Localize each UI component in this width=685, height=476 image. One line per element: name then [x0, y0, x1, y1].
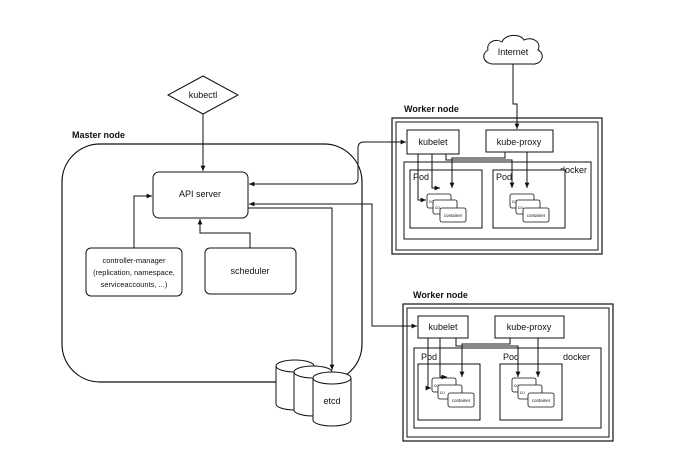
etcd-label: etcd	[323, 396, 340, 406]
kube-proxy-to-pod-arrow	[459, 338, 511, 377]
container-label: co	[440, 390, 445, 395]
container-box	[522, 207, 550, 223]
scheduler-to-api-arrow	[197, 219, 251, 248]
api-to-worker-1-kubelet-arrow	[249, 139, 406, 187]
api-to-worker-2-kubelet-arrow	[249, 201, 417, 329]
kubelet-to-pod-2-arrow	[455, 338, 521, 377]
kubelet-to-pod-2-arrow	[445, 154, 515, 188]
kubelet-to-container-arrow	[425, 338, 431, 391]
worker-node-inner-frame	[406, 307, 610, 438]
controller-manager-detail-2: serviceaccounts, ...)	[101, 280, 168, 289]
container-box	[527, 392, 555, 408]
kube-proxy-box	[485, 129, 554, 153]
container-label: co	[518, 205, 523, 210]
controller-manager-detail-1: (replication, namespace,	[93, 268, 175, 277]
worker-node-1: Worker node kubelet kube-proxy docker Po…	[391, 64, 603, 255]
controller-to-api-arrow	[133, 193, 152, 248]
worker-connectors	[425, 338, 541, 391]
container-stack	[509, 193, 550, 223]
internet-cloud	[483, 34, 543, 65]
container-stack	[426, 193, 467, 223]
docker-frame	[413, 347, 602, 429]
kube-proxy-label: kube-proxy	[497, 137, 542, 147]
worker-connectors	[417, 64, 530, 203]
worker-node-2: Worker node kubelet kube-proxy docker Po…	[402, 290, 614, 442]
internet-label: Internet	[498, 47, 529, 57]
kubelet-to-pod-arrow	[439, 338, 447, 380]
master-node-title: Master node	[72, 130, 125, 140]
kube-proxy-box	[494, 315, 565, 339]
worker-node-title: Worker node	[413, 290, 468, 300]
scheduler-label: scheduler	[230, 266, 269, 276]
container-box	[447, 392, 475, 408]
controller-manager-label: controller-manager	[103, 256, 166, 265]
container-label: co	[514, 383, 519, 388]
master-connectors	[133, 114, 335, 370]
pod-label: Pod	[413, 172, 429, 182]
kubectl-label: kubectl	[189, 90, 218, 100]
kube-proxy-to-pod-arrow	[449, 152, 506, 188]
api-server-label: API server	[179, 189, 221, 199]
pod-label: Pod	[503, 352, 519, 362]
kubelet-label: kubelet	[428, 322, 458, 332]
internet-to-kube-proxy-arrow	[512, 64, 520, 129]
container-label: container	[532, 398, 551, 403]
kubelet-box	[406, 129, 460, 155]
container-stack	[511, 377, 555, 408]
docker-label: docker	[563, 352, 590, 362]
etcd-database-icon	[275, 359, 352, 427]
pod-label: Pod	[421, 352, 437, 362]
container-box	[439, 207, 467, 223]
pod-label: Pod	[496, 172, 512, 182]
kubelet-to-pod-arrow	[431, 154, 440, 191]
container-label: co	[512, 199, 517, 204]
kubelet-box	[417, 315, 469, 339]
container-stack	[431, 377, 475, 408]
docker-label: docker	[560, 165, 587, 175]
worker-node-title: Worker node	[404, 104, 459, 114]
container-label: co	[429, 199, 434, 204]
container-label: container	[527, 213, 546, 218]
container-label: co	[435, 205, 440, 210]
container-label: container	[444, 213, 463, 218]
api-kubelet-connectors	[249, 139, 417, 329]
container-label: co	[520, 390, 525, 395]
kubelet-label: kubelet	[418, 137, 448, 147]
container-label: co	[434, 383, 439, 388]
kube-proxy-label: kube-proxy	[507, 322, 552, 332]
docker-frame	[403, 161, 592, 240]
kubelet-to-container-arrow	[417, 154, 426, 203]
api-server-box	[152, 171, 249, 219]
worker-node-outer-frame	[402, 303, 614, 442]
container-label: container	[452, 398, 471, 403]
